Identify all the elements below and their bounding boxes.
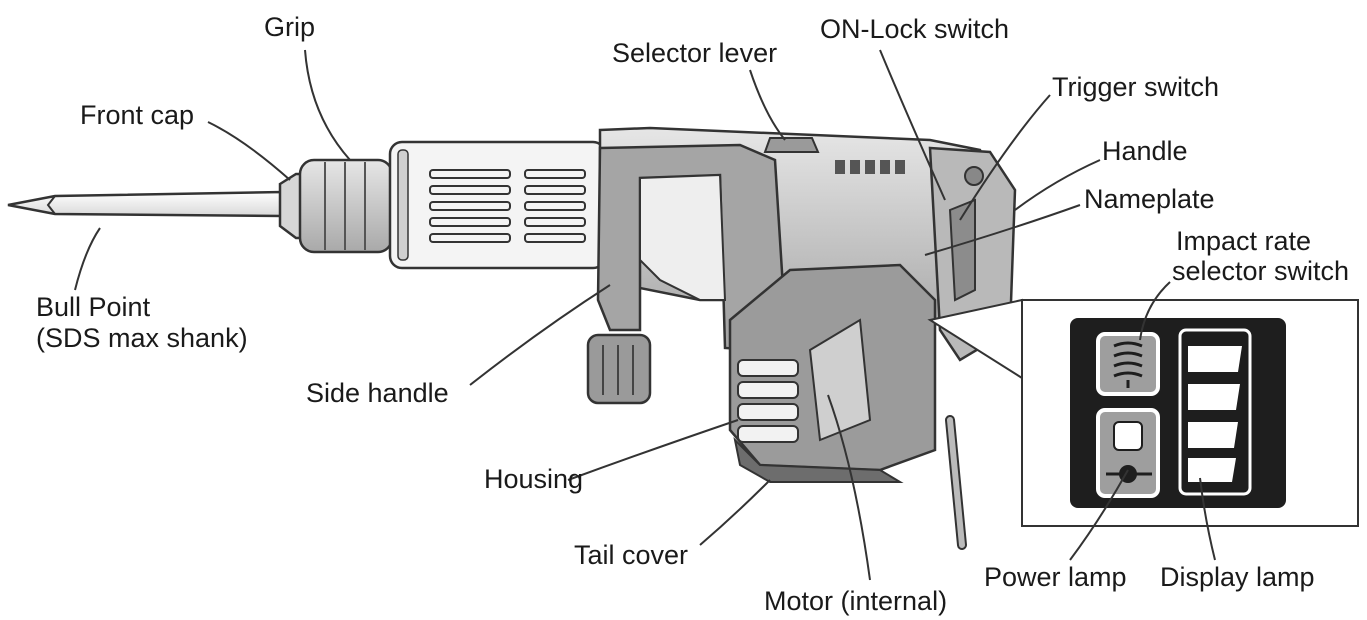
- trigger-switch-label: Trigger switch: [1052, 72, 1220, 102]
- tail-cover-label: Tail cover: [574, 540, 689, 570]
- power-lamp: [1096, 408, 1160, 498]
- power-lamp-label: Power lamp: [984, 562, 1127, 592]
- selector-lever: [763, 137, 820, 153]
- bull-point-label-line1: Bull Point: [36, 292, 151, 322]
- front-cap: [278, 172, 304, 240]
- tail-cover: [733, 436, 904, 483]
- impact-rate-label-line1: Impact rate: [1176, 226, 1312, 256]
- motor-housing: [728, 263, 937, 472]
- display-lamp: [1178, 328, 1252, 496]
- bull-point-label-line2: (SDS max shank): [36, 323, 248, 353]
- leader-lines: [74, 49, 1216, 581]
- nameplate-label: Nameplate: [1084, 184, 1215, 214]
- grip: [298, 158, 394, 254]
- on-lock-switch-label: ON-Lock switch: [820, 14, 1010, 44]
- handle-label: Handle: [1102, 136, 1188, 166]
- side-handle-label: Side handle: [306, 378, 449, 408]
- front-cap-label: Front cap: [80, 100, 195, 130]
- impact-rate-selector-switch: [1096, 332, 1160, 396]
- side-handle: [586, 143, 787, 405]
- callout-panel: [927, 298, 1359, 527]
- impact-rate-label-line2: selector switch: [1172, 256, 1350, 286]
- barrel: [388, 140, 607, 270]
- bull-point: [7, 190, 284, 218]
- display-lamp-label: Display lamp: [1160, 562, 1315, 592]
- spring-coil-icon: [1113, 341, 1143, 388]
- housing-label: Housing: [484, 464, 584, 494]
- power-cord: [945, 415, 967, 550]
- selector-lever-label: Selector lever: [612, 38, 778, 68]
- motor-label: Motor (internal): [764, 586, 948, 616]
- grip-label: Grip: [264, 12, 316, 42]
